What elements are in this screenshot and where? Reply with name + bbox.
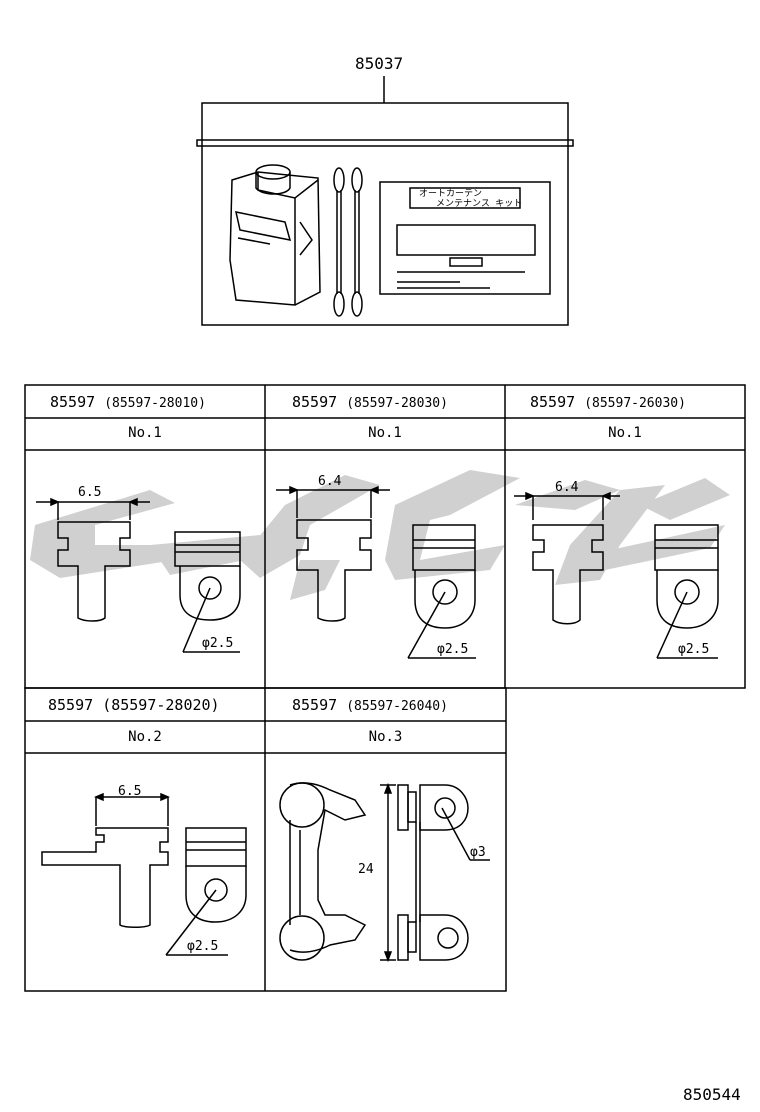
cell-2-part: 85597 bbox=[292, 393, 338, 411]
clip-drawing-5 bbox=[279, 782, 490, 963]
cell-4-dia: φ2.5 bbox=[187, 939, 219, 954]
clip-drawing-1 bbox=[36, 497, 241, 653]
cell-1-no: No.1 bbox=[128, 425, 162, 441]
cell-4-dim: 6.5 bbox=[118, 784, 142, 799]
cell-2-no: No.1 bbox=[368, 425, 402, 441]
cell-1-sub: (85597-28010) bbox=[104, 396, 206, 411]
cell-1-part: 85597 bbox=[50, 393, 96, 411]
cell-4-sub: (85597-28020) bbox=[102, 696, 220, 714]
cell-3-dim: 6.4 bbox=[555, 480, 579, 495]
cell-1-header: 85597 (85597-28010) bbox=[50, 393, 206, 411]
cell-2-dim: 6.4 bbox=[318, 474, 342, 489]
cell-5-sub: (85597-26040) bbox=[346, 699, 448, 714]
kit-part-number: 85037 bbox=[355, 54, 404, 73]
cell-3-part: 85597 bbox=[530, 393, 576, 411]
cell-1-dia: φ2.5 bbox=[202, 636, 234, 651]
cell-5-no: No.3 bbox=[368, 729, 403, 745]
cell-2-sub: (85597-28030) bbox=[346, 396, 448, 411]
cell-3-sub: (85597-26030) bbox=[584, 396, 686, 411]
cell-4-header: 85597 (85597-28020) bbox=[48, 696, 220, 714]
clip-drawing-2 bbox=[276, 485, 476, 659]
cell-5-header: 85597 (85597-26040) bbox=[292, 696, 448, 714]
cell-2-dia: φ2.5 bbox=[437, 642, 469, 657]
cell-4-no: No.2 bbox=[128, 729, 162, 745]
cell-3-no: No.1 bbox=[608, 425, 642, 441]
cell-5-part: 85597 bbox=[292, 696, 338, 714]
diagram-code: 850544 bbox=[683, 1085, 741, 1104]
clip-drawing-3 bbox=[514, 491, 719, 659]
cell-5-dim: 24 bbox=[358, 862, 374, 877]
cell-2-header: 85597 (85597-28030) bbox=[292, 393, 448, 411]
manual-card bbox=[379, 181, 551, 295]
parts-table-grid bbox=[24, 384, 746, 992]
manual-label-line2: メンテナンス キット bbox=[436, 199, 523, 209]
clip-drawing-4 bbox=[41, 792, 247, 956]
cell-4-part: 85597 bbox=[48, 696, 94, 714]
maintenance-kit-box bbox=[196, 76, 574, 326]
bottle-icon bbox=[229, 164, 321, 306]
cell-5-dia: φ3 bbox=[470, 845, 486, 860]
manual-label-line1: オートカーテン bbox=[419, 189, 483, 199]
cell-3-dia: φ2.5 bbox=[678, 642, 710, 657]
cell-3-header: 85597 (85597-26030) bbox=[530, 393, 686, 411]
watermark-logo bbox=[30, 470, 730, 600]
cell-1-dim: 6.5 bbox=[78, 485, 102, 500]
swab-icon bbox=[333, 167, 363, 317]
